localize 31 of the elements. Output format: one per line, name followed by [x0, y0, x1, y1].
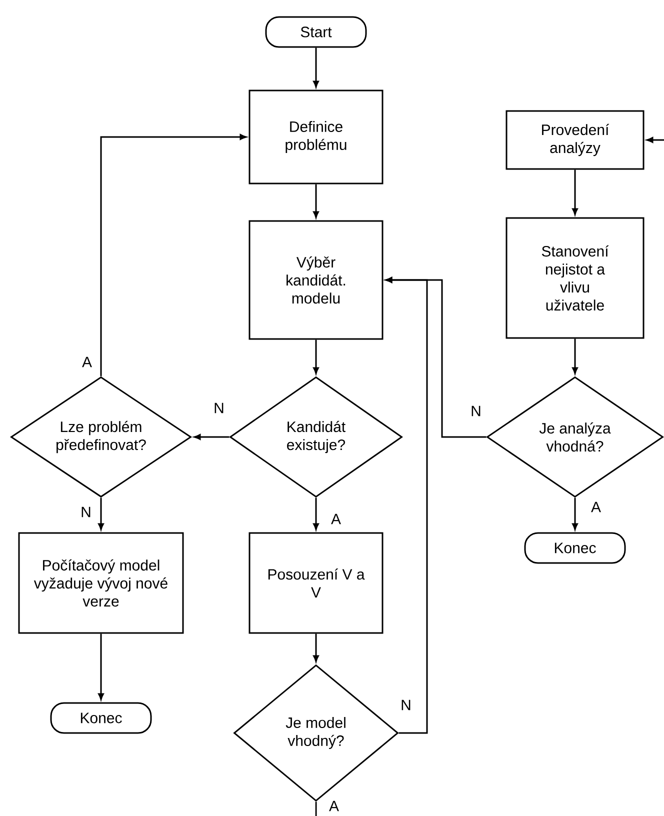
process-box: Stanovení nejistot a vlivu uživatele: [506, 217, 644, 339]
process-box: Výběr kandidát. modelu: [248, 220, 384, 340]
process-box: Počítačový model vyžaduje vývoj nové verze: [18, 532, 184, 634]
terminal-box: Konec: [50, 702, 152, 734]
arrow: [313, 340, 319, 374]
edge-label: A: [81, 356, 93, 368]
arrow: [98, 634, 104, 700]
arrow: [313, 48, 319, 88]
arrow: [572, 498, 578, 530]
process-box: Definice problému: [248, 90, 384, 184]
arrow: [194, 434, 230, 440]
terminal-box: Konec: [524, 532, 626, 564]
arrow: [100, 134, 247, 376]
edge-label: A: [330, 512, 342, 526]
arrow: [572, 170, 578, 215]
arrow: [313, 498, 319, 530]
edge-label: A: [590, 500, 602, 514]
edge-label: N: [470, 404, 482, 418]
arrow: [313, 634, 319, 662]
arrow: [386, 277, 486, 438]
arrow: [98, 498, 104, 530]
process-box: Posouzení V a V: [248, 532, 384, 634]
edge-label: N: [80, 506, 92, 518]
arrow: [313, 184, 319, 218]
edge-label: A: [328, 800, 340, 812]
terminal-box: Start: [265, 16, 367, 48]
arrow: [646, 137, 664, 143]
edge-label: N: [212, 402, 226, 414]
arrow: [572, 338, 578, 374]
process-box: Provedení analýzy: [506, 110, 644, 170]
edge-label: N: [400, 698, 412, 712]
